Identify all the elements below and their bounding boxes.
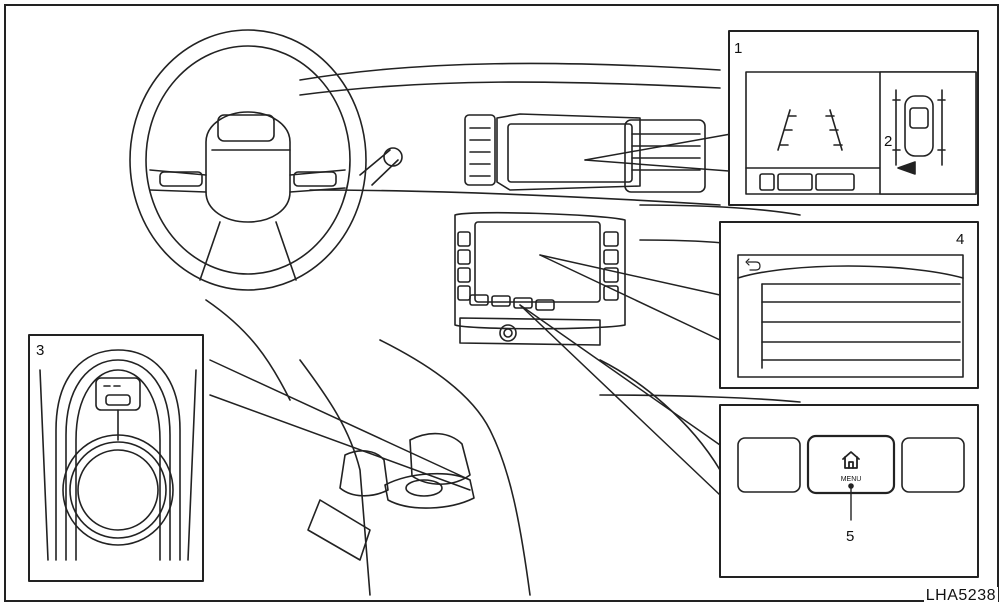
right-vent bbox=[625, 120, 705, 192]
right-console-buttons bbox=[604, 232, 618, 300]
steering-wheel-icon bbox=[130, 30, 402, 290]
left-vent bbox=[465, 115, 495, 185]
callout-number-1: 1 bbox=[734, 40, 742, 57]
callout-line-5b bbox=[520, 305, 720, 495]
callout-number-4: 4 bbox=[956, 231, 964, 248]
inset-1-camera-display bbox=[729, 31, 978, 205]
center-console bbox=[455, 213, 625, 345]
callout-line-3a bbox=[210, 360, 470, 480]
callout-line-4a bbox=[540, 255, 720, 295]
top-display-unit bbox=[465, 114, 705, 192]
figure-code: LHA5238 bbox=[924, 587, 998, 605]
callout-line-4b bbox=[540, 255, 720, 340]
callout-line-3b bbox=[210, 395, 470, 490]
callout-number-2: 2 bbox=[884, 133, 892, 150]
callout-number-5: 5 bbox=[846, 528, 854, 545]
inset-4-menu-screen bbox=[720, 222, 978, 388]
inset-5-menu-button: MENU bbox=[720, 405, 978, 577]
menu-button-label: MENU bbox=[841, 476, 862, 483]
callout-line-1a bbox=[585, 132, 742, 160]
inset-3-controller bbox=[29, 335, 203, 581]
callout-number-3: 3 bbox=[36, 342, 44, 359]
left-console-buttons bbox=[458, 232, 470, 300]
